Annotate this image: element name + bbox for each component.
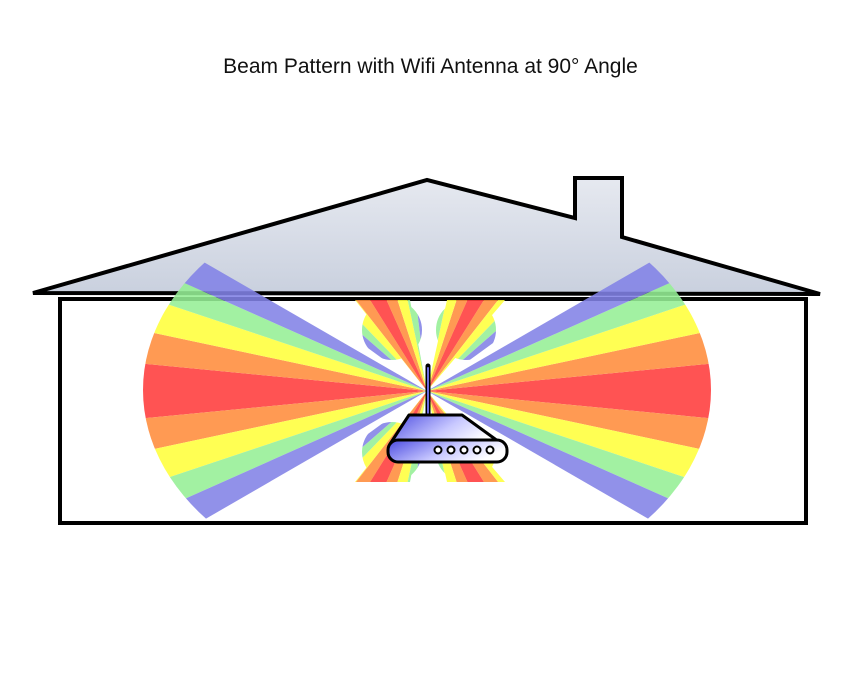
beam-band — [427, 228, 711, 391]
house — [32, 176, 821, 525]
beam-band — [427, 391, 711, 475]
beam-band — [143, 391, 427, 475]
beam-band — [143, 391, 427, 518]
beam-band — [427, 352, 711, 391]
beam-band — [427, 391, 711, 554]
side-lobe-band — [427, 300, 501, 391]
side-lobe-band — [427, 300, 465, 391]
side-lobe-band — [355, 300, 427, 391]
side-lobe-band — [427, 300, 476, 391]
diagram-title: Beam Pattern with Wifi Antenna at 90° An… — [223, 55, 638, 78]
side-lobe-band — [427, 300, 491, 391]
beam-band — [427, 307, 711, 391]
beam-band — [143, 391, 427, 430]
beam-band — [143, 264, 427, 391]
side-lobe-band — [378, 300, 427, 391]
house-roof — [32, 176, 821, 296]
house-wall — [58, 297, 808, 525]
beam-band — [427, 264, 711, 391]
router-icon — [386, 363, 509, 464]
beam-band — [143, 307, 427, 391]
beam-band — [427, 391, 711, 518]
side-lobe-band — [363, 300, 427, 391]
beam-band — [143, 391, 427, 554]
side-lobe-band — [389, 300, 427, 391]
beam-band — [143, 352, 427, 391]
beam-band — [427, 391, 711, 430]
side-lobe-band — [402, 300, 427, 391]
beam-band — [143, 228, 427, 391]
